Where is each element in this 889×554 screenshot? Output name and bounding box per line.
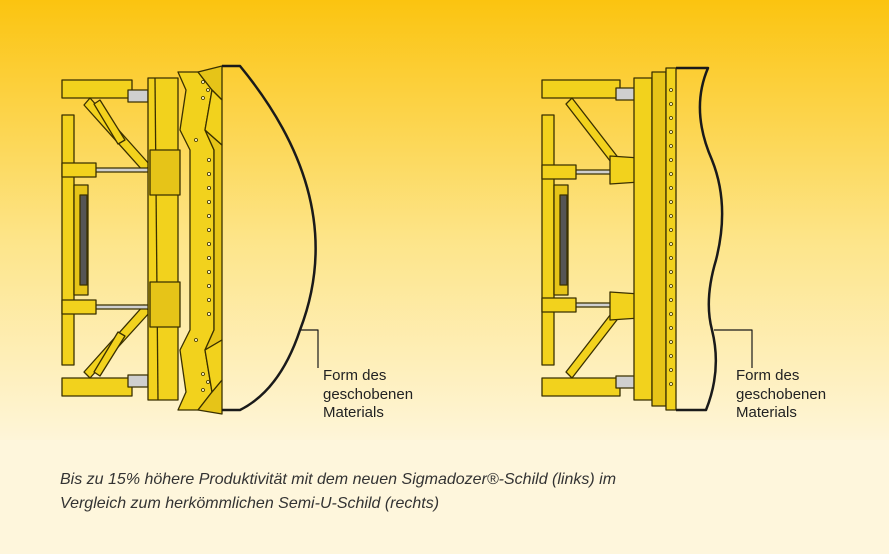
sigmadozer-illustration (61, 64, 319, 415)
caption: Bis zu 15% höhere Produktivität mit dem … (60, 468, 850, 516)
caption-line-2: Vergleich zum herkömmlichen Semi-U-Schil… (60, 495, 440, 512)
label-line: geschobenen (736, 385, 827, 403)
label-line: Form des (323, 367, 387, 384)
material-shape-label-left: Form des geschobenen Materials (323, 367, 443, 423)
label-line: geschobenen (323, 385, 414, 403)
semi-u-blade-illustration (541, 66, 753, 412)
label-line: Materials (323, 404, 384, 421)
label-line: Form des (736, 367, 800, 384)
label-line: Materials (736, 404, 797, 421)
caption-panel (0, 440, 889, 554)
material-shape-label-right: Form des geschobenen Materials (736, 367, 856, 423)
caption-line-1: Bis zu 15% höhere Produktivität mit dem … (60, 471, 617, 488)
